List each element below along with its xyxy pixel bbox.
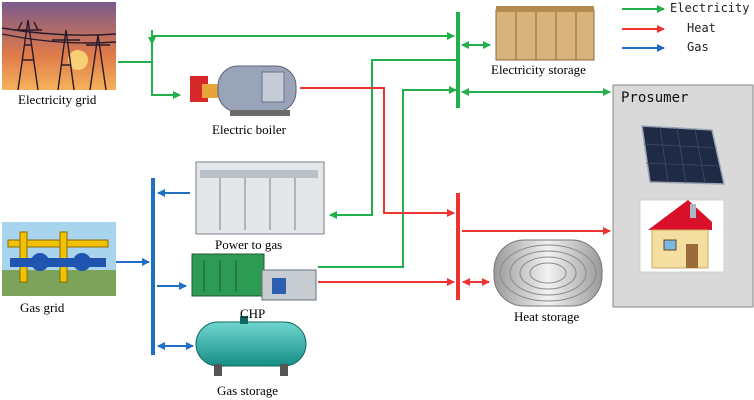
heat-storage-image [493, 239, 603, 307]
legend-heat-label: Heat [687, 21, 716, 35]
gas-grid-image [2, 222, 116, 296]
heat-storage-label: Heat storage [514, 309, 580, 324]
prosumer-title: Prosumer [621, 90, 689, 106]
legend-gas-label: Gas [687, 40, 709, 54]
gas-storage-label: Gas storage [217, 383, 279, 398]
electricity-flows [118, 12, 611, 268]
power-to-gas-label: Power to gas [215, 237, 283, 252]
electricity-grid-image [1, 2, 117, 91]
legend-electricity-label: Electricity [670, 1, 750, 15]
chp-image [191, 253, 317, 301]
electricity-storage-image [495, 6, 595, 61]
power-to-gas-image [195, 161, 325, 235]
solar-panel-image [641, 125, 725, 185]
electric-boiler-label: Electric boiler [212, 122, 286, 137]
heat-flows [300, 87, 611, 300]
gas-flows [116, 178, 194, 355]
electric-boiler-image [190, 65, 297, 116]
gas-grid-label: Gas grid [20, 300, 65, 315]
chp-label: CHP [240, 306, 266, 321]
electricity-grid-label: Electricity grid [18, 92, 97, 107]
house-image [639, 199, 725, 273]
prosumer-box [612, 84, 754, 308]
electricity-storage-label: Electricity storage [491, 62, 586, 77]
gas-storage-image [195, 316, 307, 376]
